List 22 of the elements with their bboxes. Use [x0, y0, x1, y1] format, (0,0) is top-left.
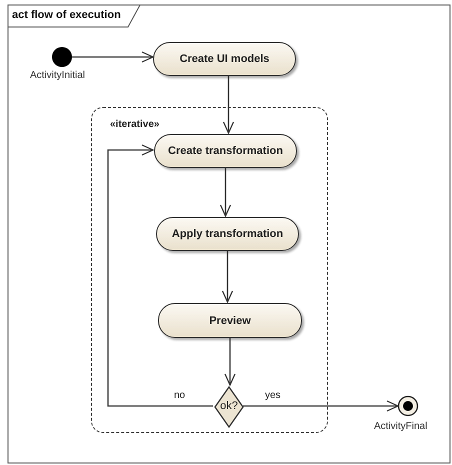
flow-arrow: [224, 337, 236, 386]
decision-label: ok?: [219, 400, 239, 412]
action-box: Preview: [158, 303, 302, 338]
edge-label: no: [172, 390, 188, 401]
edge-label: yes: [263, 390, 283, 401]
flow-arrow: [72, 51, 154, 63]
frame-title: act flow of execution: [12, 9, 121, 21]
flow-arrow: [220, 167, 232, 217]
final-node: [398, 396, 418, 416]
flow-arrow: [222, 250, 234, 303]
flow-arrow: [243, 400, 399, 412]
flow-arrow: [222, 76, 234, 134]
node-caption: ActivityFinal: [374, 421, 428, 432]
stereotype-label: «iterative»: [110, 119, 160, 130]
initial-node: [52, 47, 72, 67]
iterative-region: [91, 107, 328, 433]
flow-arrow: [107, 144, 213, 407]
action-box: Create transformation: [154, 134, 297, 168]
action-box: Apply transformation: [156, 217, 299, 251]
decision-diamond: [214, 386, 244, 428]
action-box: Create UI models: [153, 42, 296, 76]
node-caption: ActivityInitial: [30, 70, 86, 81]
